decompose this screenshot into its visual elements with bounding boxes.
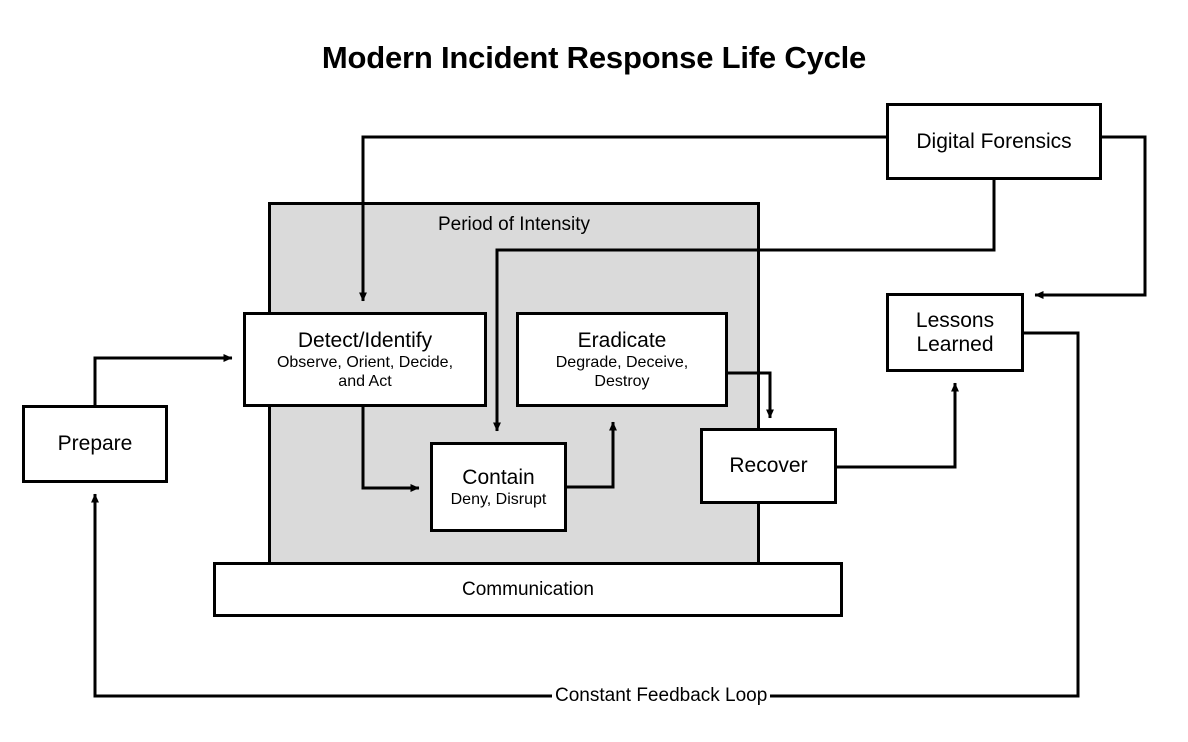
node-digital-forensics[interactable]: Digital Forensics — [886, 103, 1102, 180]
zone-label: Period of Intensity — [437, 214, 591, 235]
node-contain-title: Contain — [462, 465, 535, 489]
node-eradicate-title: Eradicate — [577, 328, 667, 352]
bar-communication[interactable]: Communication — [213, 562, 843, 617]
node-eradicate[interactable]: Eradicate Degrade, Deceive, Destroy — [516, 312, 728, 407]
node-prepare[interactable]: Prepare — [22, 405, 168, 483]
edge-detect-to-contain — [361, 407, 420, 492]
node-contain[interactable]: Contain Deny, Disrupt — [430, 442, 567, 532]
node-detect-identify[interactable]: Detect/Identify Observe, Orient, Decide,… — [243, 312, 487, 407]
edge-forensics-to-lessons — [1034, 135, 1147, 299]
node-contain-subtitle: Deny, Disrupt — [450, 490, 547, 508]
edge-lessons-to-prepare-feedback — [91, 331, 1080, 698]
node-digital-forensics-title: Digital Forensics — [916, 129, 1072, 153]
edge-recover-to-lessons — [837, 382, 959, 469]
node-eradicate-subtitle: Degrade, Deceive, Destroy — [555, 353, 689, 390]
edge-eradicate-to-recover — [728, 371, 774, 419]
edge-prepare-to-detect — [93, 354, 233, 405]
label-constant-feedback-loop: Constant Feedback Loop — [552, 685, 771, 707]
node-lessons-learned-title: Lessons Learned — [915, 308, 995, 356]
node-recover-title: Recover — [729, 454, 808, 477]
page-title: Modern Incident Response Life Cycle — [321, 40, 867, 75]
edge-contain-to-eradicate — [567, 421, 617, 489]
edge-forensics-to-detect — [359, 135, 886, 302]
node-detect-identify-title: Detect/Identify — [297, 328, 433, 352]
node-lessons-learned[interactable]: Lessons Learned — [886, 293, 1024, 372]
edge-forensics-to-contain — [493, 180, 996, 432]
node-prepare-title: Prepare — [57, 432, 133, 455]
node-recover[interactable]: Recover — [700, 428, 837, 504]
node-detect-identify-subtitle: Observe, Orient, Decide, and Act — [276, 353, 454, 390]
